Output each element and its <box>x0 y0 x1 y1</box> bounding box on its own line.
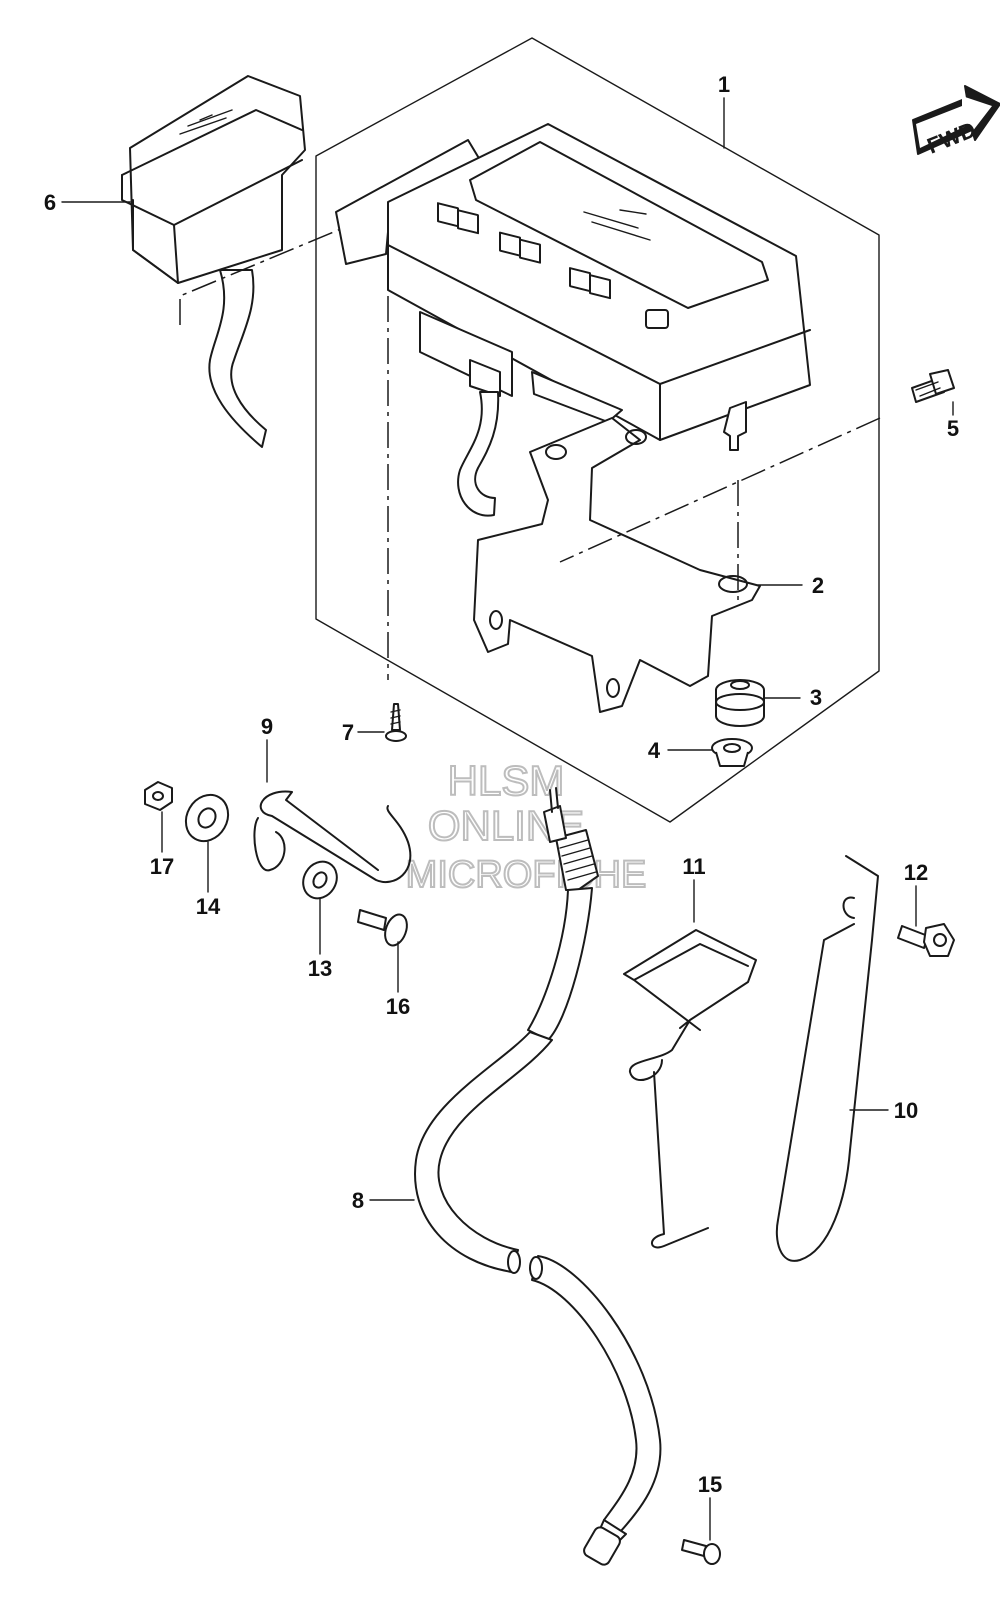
callout-6: 6 <box>44 190 56 215</box>
part-16-bolt <box>357 909 408 947</box>
assembly-frame <box>315 37 880 823</box>
leader-lines <box>61 97 954 1541</box>
callout-8: 8 <box>352 1188 364 1213</box>
watermark-line-3: MICROFICHE <box>406 854 647 896</box>
watermark: HLSM ONLINE MICROFICHE <box>405 756 648 897</box>
part-14-washer <box>184 793 230 843</box>
part-15-screw <box>681 1539 721 1565</box>
part-1-meter <box>335 123 811 517</box>
callout-11: 11 <box>682 854 705 879</box>
part-3-grommet <box>715 679 765 727</box>
watermark-line-1: HLSM <box>448 757 565 804</box>
callout-1: 1 <box>718 72 730 97</box>
callout-2: 2 <box>812 573 824 598</box>
part-7-screw <box>385 703 407 742</box>
part-11-holder <box>623 929 757 1249</box>
part-4-collar <box>711 738 753 767</box>
callout-15: 15 <box>698 1472 722 1497</box>
part-17-nut <box>144 781 173 811</box>
part-2-bracket <box>473 417 761 713</box>
part-6-cover <box>121 75 306 448</box>
callout-9: 9 <box>261 714 273 739</box>
callout-7: 7 <box>342 720 354 745</box>
callouts: 1 2 3 4 5 6 7 8 9 10 11 12 13 14 15 16 1… <box>44 72 959 1497</box>
part-5-bolt <box>911 369 955 403</box>
callout-16: 16 <box>386 994 410 1019</box>
part-13-washer <box>302 860 338 900</box>
callout-12: 12 <box>904 860 928 885</box>
fwd-arrow-icon: FWD <box>912 85 1000 159</box>
part-10-rod <box>775 855 879 1262</box>
callout-14: 14 <box>196 894 221 919</box>
part-9-hook <box>259 790 412 883</box>
meter-buttons <box>437 202 669 329</box>
callout-4: 4 <box>648 738 661 763</box>
callout-5: 5 <box>947 416 959 441</box>
callout-3: 3 <box>810 685 822 710</box>
callout-10: 10 <box>894 1098 918 1123</box>
callout-13: 13 <box>308 956 332 981</box>
part-8-cable <box>414 787 662 1566</box>
part-12-bolt <box>897 923 955 957</box>
callout-17: 17 <box>150 854 174 879</box>
